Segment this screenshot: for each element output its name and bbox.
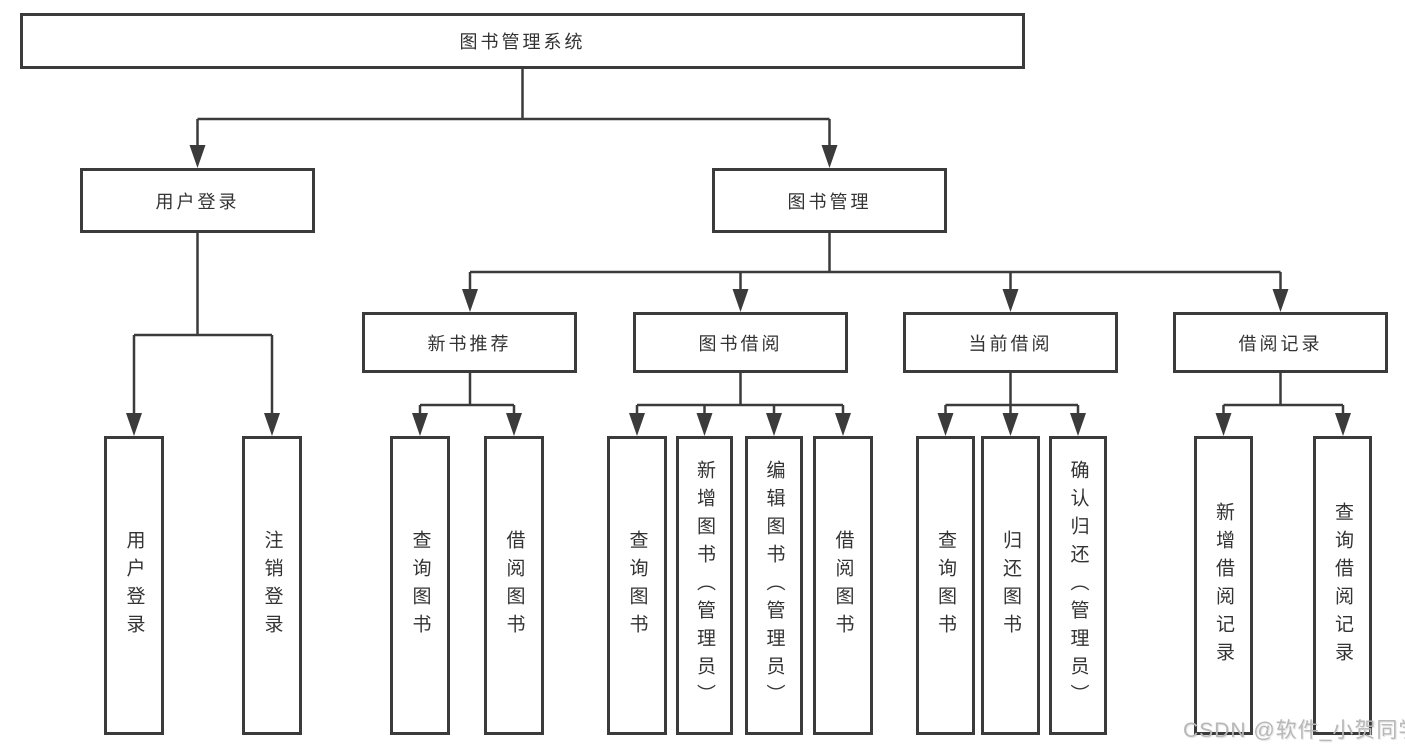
- leaf-confirm-return-admin-label: 确认归还（管理员）: [1067, 459, 1089, 712]
- leaf-add-book-admin: 新增图书（管理员）: [676, 436, 733, 735]
- leaf-borrow-books-recommend: 借阅图书: [484, 436, 544, 735]
- leaf-user-login: 用户登录: [104, 436, 164, 735]
- node-root: 图书管理系统: [20, 13, 1025, 69]
- node-root-label: 图书管理系统: [459, 32, 586, 52]
- node-user-login: 用户登录: [80, 168, 315, 233]
- leaf-query-books-borrow: 查询图书: [607, 436, 667, 735]
- node-book-management: 图书管理: [712, 168, 947, 233]
- node-borrowing-records: 借阅记录: [1173, 312, 1388, 373]
- leaf-query-books-recommend-label: 查询图书: [409, 529, 431, 642]
- leaf-query-books-borrow-label: 查询图书: [626, 529, 648, 642]
- node-new-book-recommendation-label: 新书推荐: [427, 333, 512, 354]
- leaf-add-book-admin-label: 新增图书（管理员）: [694, 459, 715, 712]
- leaf-query-borrow-record-label: 查询借阅记录: [1332, 501, 1353, 670]
- leaf-query-borrow-record: 查询借阅记录: [1313, 436, 1372, 735]
- leaf-borrow-books-borrow: 借阅图书: [813, 436, 873, 735]
- leaf-edit-book-admin: 编辑图书（管理员）: [745, 436, 803, 735]
- leaf-add-borrow-record: 新增借阅记录: [1194, 436, 1253, 735]
- leaf-return-books-label: 归还图书: [1000, 529, 1021, 642]
- csdn-watermark: CSDN @软件_小贺同学: [1183, 719, 1405, 742]
- node-current-borrowing: 当前借阅: [903, 312, 1118, 373]
- node-book-borrowing-label: 图书借阅: [698, 333, 783, 354]
- node-new-book-recommendation: 新书推荐: [362, 312, 577, 373]
- leaf-logout: 注销登录: [242, 436, 302, 735]
- node-borrowing-records-label: 借阅记录: [1238, 333, 1323, 354]
- leaf-borrow-books-recommend-label: 借阅图书: [503, 529, 525, 642]
- leaf-query-books-recommend: 查询图书: [390, 436, 450, 735]
- node-current-borrowing-label: 当前借阅: [968, 333, 1053, 354]
- node-book-management-label: 图书管理: [787, 191, 872, 212]
- leaf-add-borrow-record-label: 新增借阅记录: [1213, 501, 1234, 670]
- leaf-return-books: 归还图书: [981, 436, 1040, 735]
- node-user-login-label: 用户登录: [155, 191, 240, 212]
- leaf-query-books-current-label: 查询图书: [935, 529, 956, 642]
- leaf-logout-label: 注销登录: [261, 529, 283, 642]
- leaf-borrow-books-borrow-label: 借阅图书: [832, 529, 854, 642]
- leaf-user-login-label: 用户登录: [123, 529, 145, 642]
- leaf-query-books-current: 查询图书: [916, 436, 975, 735]
- leaf-edit-book-admin-label: 编辑图书（管理员）: [763, 459, 785, 712]
- node-book-borrowing: 图书借阅: [633, 312, 848, 373]
- leaf-confirm-return-admin: 确认归还（管理员）: [1049, 436, 1107, 735]
